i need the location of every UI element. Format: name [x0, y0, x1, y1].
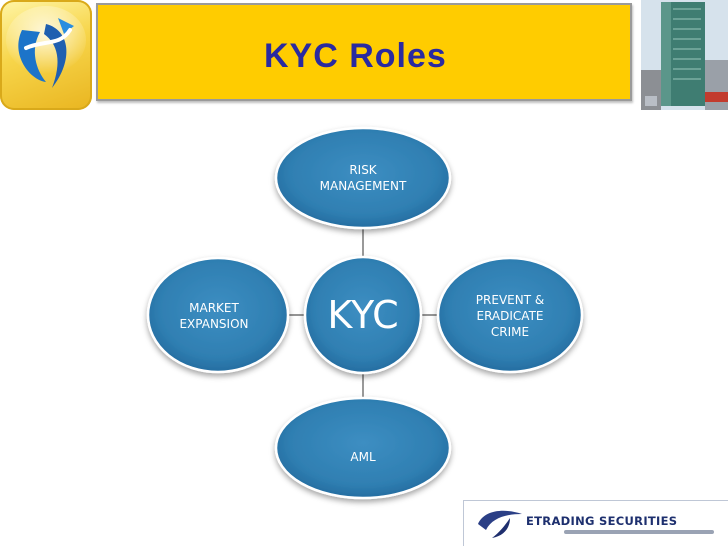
left-node-line-1: MARKET — [189, 301, 239, 315]
footer-brand: ETRADING SECURITIES — [463, 500, 728, 546]
etrading-logo-icon — [478, 510, 522, 538]
center-node-label: KYC — [327, 293, 399, 337]
title-banner — [96, 3, 632, 101]
top-node-line-1: RISK — [349, 163, 377, 177]
footer-brand-name: ETRADING SECURITIES — [526, 514, 678, 528]
top-node-label: RISK MANAGEMENT — [303, 162, 423, 194]
slide-title: KYC Roles — [264, 37, 447, 75]
right-node-line-2: ERADICATE — [476, 309, 544, 323]
right-node-label: PREVENT & ERADICATE CRIME — [454, 292, 566, 340]
bottom-node-line-1: AML — [350, 450, 376, 464]
building-illustration — [641, 0, 728, 110]
logo-swoosh-icon — [6, 6, 86, 88]
node-market-expansion — [146, 256, 290, 374]
node-prevent-crime — [436, 256, 584, 374]
right-node-line-3: CRIME — [490, 325, 530, 339]
company-logo-icon — [0, 0, 92, 110]
bottom-node-label: AML — [303, 449, 423, 465]
office-building-image — [641, 0, 728, 110]
left-node-line-2: EXPANSION — [179, 317, 249, 331]
node-kyc-center — [303, 255, 423, 375]
left-node-label: MARKET EXPANSION — [164, 300, 264, 332]
node-aml — [274, 396, 452, 500]
right-node-line-1: PREVENT & — [475, 293, 545, 307]
top-node-line-2: MANAGEMENT — [319, 179, 407, 193]
node-risk-management — [274, 126, 452, 230]
footer-tagline-graphic — [564, 530, 714, 534]
